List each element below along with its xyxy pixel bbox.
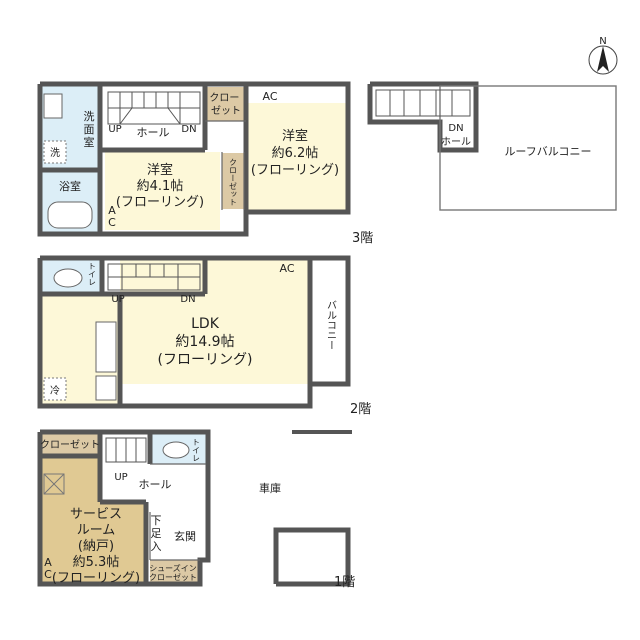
roof-balcony-outline bbox=[439, 85, 617, 211]
ldk-size: 約14.9帖 bbox=[175, 334, 234, 350]
compass: N bbox=[588, 36, 618, 75]
stairs-roof bbox=[375, 89, 471, 117]
closet-a-line2: ゼット bbox=[211, 105, 241, 117]
ldk-ac-label: AC bbox=[279, 262, 294, 275]
kitchen-sink-icon bbox=[95, 321, 117, 373]
ldk-area-right bbox=[205, 260, 310, 380]
stairs-1f-up-label: UP bbox=[114, 472, 127, 483]
washing-machine-icon bbox=[43, 140, 67, 164]
floor-2-label: 2階 bbox=[350, 402, 371, 417]
bedroom-large-name: 洋室 bbox=[282, 128, 308, 144]
toilet-1f-icon bbox=[162, 441, 190, 459]
floor-3: 洗面室 洗 浴室 UP ホール DN クロー ゼット AC 洋室 約6.2帖 (… bbox=[37, 81, 373, 246]
service-room-area bbox=[40, 502, 146, 582]
ldk-name: LDK bbox=[191, 316, 220, 332]
closet-1f-label: クローゼット bbox=[40, 439, 100, 451]
bedroom-small-name: 洋室 bbox=[147, 162, 173, 178]
service-room-line1: サービス bbox=[70, 507, 122, 522]
closet-a-label: クロー ゼット bbox=[209, 92, 242, 117]
washing-machine-label: 洗 bbox=[50, 147, 60, 159]
closet-b-area bbox=[222, 153, 244, 209]
wash-room-text: 洗 bbox=[84, 110, 95, 123]
bathtub-icon bbox=[47, 201, 93, 229]
floor-2: トイレ UP DN AC LDK 約14.9帖 (フローリング) バルコニー 冷… bbox=[37, 255, 371, 434]
hall-label: ホール bbox=[137, 126, 170, 139]
washbasin-icon bbox=[43, 93, 63, 119]
closet-b-label: クローゼット bbox=[229, 158, 238, 206]
bedroom-small-area bbox=[105, 152, 220, 230]
fridge-icon bbox=[43, 377, 67, 401]
wash-room-label: 洗面室 bbox=[84, 110, 95, 149]
wash-room-text-line: 室 bbox=[84, 135, 95, 149]
toilet-2f-icon bbox=[53, 268, 83, 288]
shoes-closet-line1: シューズイン bbox=[149, 563, 197, 573]
bedroom-small-size: 約4.1帖 bbox=[137, 179, 184, 194]
balcony-2f-label: バルコニー bbox=[325, 300, 337, 350]
stairs-2f-up-label: UP bbox=[111, 294, 124, 305]
floor-1-garage-block bbox=[273, 527, 351, 587]
stairs-1f bbox=[105, 437, 147, 463]
stove-icon bbox=[95, 375, 117, 401]
stairs-up-label: UP bbox=[108, 124, 121, 135]
closet-a-line1: クロー bbox=[209, 92, 239, 104]
entrance-label: 玄関 bbox=[174, 529, 196, 543]
floor-3-label: 3階 bbox=[352, 231, 373, 246]
stairs-2f bbox=[107, 263, 201, 291]
closet-a-area bbox=[205, 87, 248, 121]
garage-label: 車庫 bbox=[259, 481, 281, 495]
stairs-2f-down-label: DN bbox=[180, 294, 195, 305]
hall-1f-label: ホール bbox=[139, 478, 172, 491]
shoe-storage-label: 下足入 bbox=[151, 514, 162, 553]
roof-balcony-label: ルーフバルコニー bbox=[504, 145, 591, 158]
floor-1: クローゼット トイレ UP ホール 車庫 サービス ルーム (納戸) 約5.3帖… bbox=[37, 429, 355, 590]
shoes-closet-line2: クローゼット bbox=[149, 572, 197, 582]
service-room-size: 約5.3帖 bbox=[73, 555, 120, 570]
floor-1-label: 1階 bbox=[334, 575, 355, 590]
wash-room-text-line: 面 bbox=[84, 123, 95, 136]
toilet-1f-label: トイレ bbox=[192, 438, 201, 462]
storage-hatch-icon bbox=[43, 473, 65, 495]
compass-north-label: N bbox=[599, 36, 606, 47]
service-room-floor: (フローリング) bbox=[52, 571, 140, 586]
stairs-down-label: DN bbox=[181, 124, 196, 135]
roof-dn-label: DN bbox=[448, 123, 463, 134]
bath-label: 浴室 bbox=[59, 179, 81, 193]
roof-hall-label: ホール bbox=[441, 136, 471, 148]
roof-floor: DN ホール ルーフバルコニー bbox=[367, 81, 617, 211]
bedroom-large-size: 約6.2帖 bbox=[272, 146, 319, 161]
bedroom-large-floor: (フローリング) bbox=[251, 163, 339, 178]
compass-arrow-icon bbox=[597, 46, 609, 72]
ac-label: AC bbox=[262, 90, 277, 103]
bedroom-large-area bbox=[246, 103, 346, 210]
ldk-floor: (フローリング) bbox=[158, 352, 253, 368]
storage-hatch-icon bbox=[43, 473, 65, 495]
service-room-line3: (納戸) bbox=[78, 539, 114, 554]
fridge-label: 冷 bbox=[50, 384, 60, 397]
stairs-3f bbox=[107, 91, 201, 125]
service-room-line2: ルーム bbox=[77, 523, 116, 538]
toilet-2f-label: トイレ bbox=[88, 262, 97, 286]
bedroom-small-floor: (フローリング) bbox=[116, 195, 204, 210]
closet-1f-area bbox=[40, 434, 100, 454]
shoes-closet-area bbox=[150, 560, 198, 582]
